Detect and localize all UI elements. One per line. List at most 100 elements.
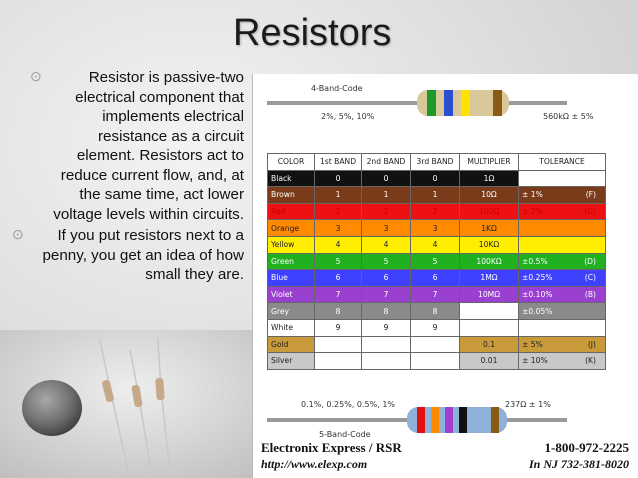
band3-cell: 1	[410, 186, 460, 204]
color-code-table: COLOR 1st BAND 2nd BAND 3rd BAND MULTIPL…	[267, 153, 606, 370]
band2-cell: 8	[361, 302, 411, 320]
band3-cell: 7	[410, 285, 460, 304]
color-name-cell: Grey	[267, 302, 315, 320]
band1-cell: 2	[314, 202, 362, 221]
tolerance-cell	[518, 318, 606, 337]
tolerance-code: (F)	[585, 190, 596, 200]
col-band2: 2nd BAND	[361, 153, 411, 171]
band1-cell: 3	[314, 219, 362, 237]
color-name-cell: Red	[267, 202, 315, 221]
col-color: COLOR	[267, 153, 315, 171]
phone-number: 1-800-972-2225	[544, 440, 630, 455]
band3-cell: 4	[410, 235, 460, 254]
multiplier-cell: 10KΩ	[459, 235, 519, 254]
table-header-row: COLOR 1st BAND 2nd BAND 3rd BAND MULTIPL…	[267, 153, 606, 171]
multiplier-cell: 1Ω	[459, 169, 519, 188]
band1-cell: 9	[314, 318, 362, 337]
band2-cell	[361, 352, 411, 370]
band2-cell: 6	[361, 269, 411, 287]
color-name-cell: White	[267, 318, 315, 337]
tolerance-value: ±0.25%	[522, 273, 553, 283]
bullet-text: If you put resistors next to a penny, yo…	[42, 227, 244, 283]
tolerance-cell: ±0.05%	[518, 302, 606, 320]
band3-cell	[410, 335, 460, 354]
nj-phone-number: In NJ 732-381-8020	[528, 457, 629, 471]
multiplier-cell: 0.1	[459, 335, 519, 354]
tolerance-value: ± 2%	[522, 207, 543, 217]
bullet-item: ⊙ Resistor is passive-two electrical com…	[12, 68, 244, 224]
color-name-cell: Orange	[267, 219, 315, 237]
tolerance-value: ±0.5%	[522, 256, 548, 266]
color-name-cell: Violet	[267, 285, 315, 304]
tolerance-cell	[518, 235, 606, 254]
band2-cell	[361, 335, 411, 354]
bullet-icon: ⊙	[30, 68, 42, 84]
five-band-tolerance: 0.1%, 0.25%, 0.5%, 1%	[301, 400, 396, 409]
five-band-label: 5-Band-Code	[319, 430, 371, 439]
tolerance-value: ± 5%	[522, 339, 543, 349]
bullet-item: ⊙ If you put resistors next to a penny, …	[12, 226, 244, 285]
tolerance-cell: ±0.5% (D)	[518, 252, 606, 271]
multiplier-cell: 100KΩ	[459, 252, 519, 271]
tolerance-cell: ± 1%(F)	[518, 186, 606, 204]
multiplier-cell: 0.01	[459, 352, 519, 370]
four-band-label: 4-Band-Code	[311, 84, 363, 93]
multiplier-cell	[459, 302, 519, 320]
band1-cell	[314, 352, 362, 370]
four-band-resistor-icon	[267, 90, 567, 116]
band1-cell: 6	[314, 269, 362, 287]
bullet-icon: ⊙	[12, 226, 24, 242]
tolerance-code: (D)	[584, 256, 596, 266]
tolerance-value: ±0.10%	[522, 290, 553, 300]
color-name-cell: Green	[267, 252, 315, 271]
five-band-resistor-icon	[267, 407, 567, 433]
band2-cell: 2	[361, 202, 411, 221]
multiplier-cell: 10Ω	[459, 186, 519, 204]
band1-cell	[314, 335, 362, 354]
bullet-list: ⊙ Resistor is passive-two electrical com…	[12, 68, 244, 285]
multiplier-cell: 1MΩ	[459, 269, 519, 287]
band2-cell: 1	[361, 186, 411, 204]
color-name-cell: Yellow	[267, 235, 315, 254]
band3-cell: 0	[410, 169, 460, 188]
tolerance-code: (G)	[584, 207, 596, 217]
multiplier-cell: 100Ω	[459, 202, 519, 221]
band3-cell: 9	[410, 318, 460, 337]
company-url: http://www.elexp.com	[261, 457, 368, 471]
band1-cell: 1	[314, 186, 362, 204]
band3-cell: 8	[410, 302, 460, 320]
band3-cell	[410, 352, 460, 370]
band3-cell: 6	[410, 269, 460, 287]
col-multiplier: MULTIPLIER	[459, 153, 519, 171]
penny	[22, 380, 82, 436]
band2-cell: 5	[361, 252, 411, 271]
band3-cell: 5	[410, 252, 460, 271]
four-band-value: 560kΩ ± 5%	[543, 112, 594, 121]
tolerance-cell: ±0.25%(C)	[518, 269, 606, 287]
band2-cell: 4	[361, 235, 411, 254]
company-name: Electronix Express / RSR	[261, 440, 402, 455]
band2-cell: 0	[361, 169, 411, 188]
resistors-penny-photo	[0, 330, 262, 478]
band1-cell: 4	[314, 235, 362, 254]
multiplier-cell	[459, 318, 519, 337]
band2-cell: 9	[361, 318, 411, 337]
tolerance-cell: ± 2% (G)	[518, 202, 606, 221]
tolerance-value: ±0.05%	[522, 306, 553, 316]
color-name-cell: Gold	[267, 335, 315, 354]
multiplier-cell: 10MΩ	[459, 285, 519, 304]
four-band-tolerance: 2%, 5%, 10%	[321, 112, 375, 121]
col-tolerance: TOLERANCE	[518, 153, 606, 171]
band1-cell: 7	[314, 285, 362, 304]
band1-cell: 0	[314, 169, 362, 188]
slide-title: Resistors	[233, 12, 392, 54]
